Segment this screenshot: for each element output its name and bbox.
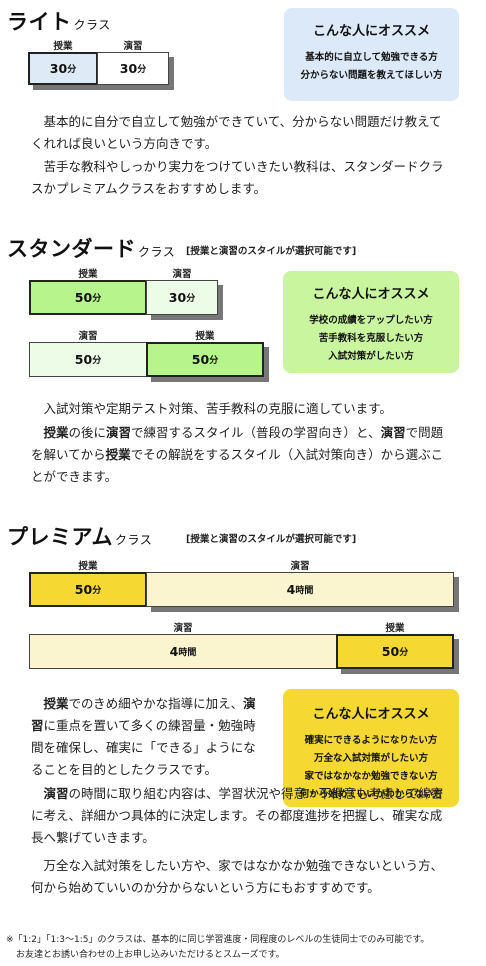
standard-title-small: クラス bbox=[138, 245, 176, 259]
standard-recommend-heading: こんな人にオススメ bbox=[312, 287, 430, 302]
standard-p2-text-2: で練習するスタイル（普段の学習向き）と、 bbox=[131, 425, 381, 440]
premium-title-small: クラス bbox=[115, 533, 153, 547]
light-class-title: ライトクラス bbox=[7, 6, 111, 36]
premium-row1-caption-practice: 演習 bbox=[290, 561, 310, 572]
premium-row1-practice-value: 4 bbox=[286, 582, 296, 597]
standard-row1-practice-unit: 分 bbox=[186, 294, 196, 304]
premium-class-title: プレミアムクラス bbox=[7, 521, 152, 551]
premium-row1-lecture-value: 50 bbox=[74, 582, 93, 597]
premium-style-note: [授業と演習のスタイルが選択可能です] bbox=[186, 534, 357, 545]
standard-p2-bold-2: 演習 bbox=[106, 425, 132, 440]
premium-row2-lecture-value: 50 bbox=[381, 644, 400, 659]
light-description: 基本的に自分で自立して勉強ができていて、分からない問題だけ教えてくれれば良いとい… bbox=[31, 111, 445, 200]
standard-recommend-line-2: 苦手教科を克服したい方 bbox=[318, 333, 424, 344]
standard-row2-lecture-value: 50 bbox=[191, 352, 210, 367]
light-practice-value: 30 bbox=[119, 61, 138, 76]
standard-p2-text-1: の後に bbox=[68, 425, 107, 440]
standard-row1-lecture-unit: 分 bbox=[92, 294, 102, 304]
standard-row2-practice-value: 50 bbox=[74, 352, 93, 367]
standard-row1-caption-lecture: 授業 bbox=[78, 269, 98, 280]
light-recommend-heading: こんな人にオススメ bbox=[312, 24, 430, 39]
standard-row2-caption-lecture: 授業 bbox=[195, 331, 215, 342]
standard-row1-caption-practice: 演習 bbox=[172, 269, 192, 280]
premium-p2-text-1: の時間に取り組む内容は、学習状況や得意・不得意も考慮して綿密に考え、詳細かつ具体… bbox=[31, 786, 444, 845]
standard-p2-bold-4: 授業 bbox=[105, 447, 131, 462]
standard-class-title: スタンダードクラス bbox=[7, 233, 175, 263]
premium-recommend-heading: こんな人にオススメ bbox=[312, 707, 430, 722]
standard-title-text: スタンダード bbox=[7, 237, 136, 261]
standard-row1-lecture-value: 50 bbox=[74, 290, 93, 305]
premium-recommend-card: こんな人にオススメ 確実にできるようになりたい方 万全な入試対策がしたい方 家で… bbox=[283, 689, 459, 807]
light-caption-practice: 演習 bbox=[123, 41, 143, 52]
premium-row1-lecture-unit: 分 bbox=[92, 586, 102, 596]
standard-style-note: [授業と演習のスタイルが選択可能です] bbox=[186, 246, 357, 257]
premium-row2-caption-lecture: 授業 bbox=[385, 623, 405, 634]
premium-recommend-line-4: 何から始めていいかわからない方 bbox=[299, 789, 443, 800]
standard-row2-practice-unit: 分 bbox=[92, 356, 102, 366]
standard-row1-practice-value: 30 bbox=[168, 290, 187, 305]
footnote: ※「1:2」「1:3〜1:5」のクラスは、基本的に同じ学習進度・同程度のレベルの… bbox=[6, 933, 484, 963]
premium-description-narrow: 授業でのきめ細やかな指導に加え、演習に重点を置いて多くの練習量・勉強時間を確保し… bbox=[31, 693, 266, 781]
premium-p2-bold-1: 演習 bbox=[43, 786, 69, 801]
standard-row2-lecture-unit: 分 bbox=[209, 356, 219, 366]
premium-description-wide: 演習の時間に取り組む内容は、学習状況や得意・不得意も考慮して綿密に考え、詳細かつ… bbox=[31, 783, 447, 899]
light-caption-lecture: 授業 bbox=[53, 41, 73, 52]
premium-row2-caption-practice: 演習 bbox=[173, 623, 193, 634]
standard-paragraph-2: 授業の後に演習で練習するスタイル（普段の学習向き）と、演習で問題を解いてから授業… bbox=[31, 422, 445, 488]
premium-recommend-line-1: 確実にできるようになりたい方 bbox=[304, 735, 438, 746]
standard-recommend-line-3: 入試対策がしたい方 bbox=[328, 351, 414, 362]
premium-p1-bold-1: 授業 bbox=[43, 696, 69, 711]
light-practice-unit: 分 bbox=[137, 65, 147, 75]
light-recommend-card: こんな人にオススメ 基本的に自立して勉強できる方 分からない問題を教えてほしい方 bbox=[284, 8, 459, 101]
light-title-small: クラス bbox=[73, 18, 111, 32]
premium-row1-caption-lecture: 授業 bbox=[78, 561, 98, 572]
light-recommend-line-1: 基本的に自立して勉強できる方 bbox=[305, 52, 438, 63]
premium-p1-bold-2: 演習 bbox=[31, 696, 256, 733]
premium-recommend-line-3: 家ではなかなか勉強できない方 bbox=[304, 771, 438, 782]
premium-row2-practice-unit: 時間 bbox=[178, 648, 197, 658]
light-paragraph-2: 苦手な教科やしっかり実力をつけていきたい教科は、スタンダードクラスかプレミアムク… bbox=[31, 159, 444, 196]
standard-p2-bold-3: 演習 bbox=[380, 425, 406, 440]
light-lecture-unit: 分 bbox=[67, 65, 77, 75]
standard-row2-caption-practice: 演習 bbox=[78, 331, 98, 342]
premium-paragraph-3: 万全な入試対策をしたい方や、家ではなかなか勉強できないという方、何から始めていい… bbox=[31, 858, 444, 895]
footnote-line-2: お友達とお誘い合わせの上お申し込みいただけるとスムーズです。 bbox=[16, 950, 285, 960]
standard-description: 入試対策や定期テスト対策、苦手教科の克服に適しています。 授業の後に演習で練習す… bbox=[31, 398, 445, 488]
premium-p1-text-1: でのきめ細やかな指導に加え、 bbox=[68, 696, 244, 711]
standard-recommend-line-1: 学校の成績をアップしたい方 bbox=[309, 315, 433, 326]
premium-paragraph-2: 演習の時間に取り組む内容は、学習状況や得意・不得意も考慮して綿密に考え、詳細かつ… bbox=[31, 783, 447, 849]
premium-title-text: プレミアム bbox=[7, 525, 114, 549]
light-lecture-value: 30 bbox=[49, 61, 68, 76]
premium-row2-practice-value: 4 bbox=[169, 644, 179, 659]
light-paragraph-1: 基本的に自分で自立して勉強ができていて、分からない問題だけ教えてくれれば良いとい… bbox=[31, 114, 442, 151]
standard-p2-text-4: でその解説をするスタイル（入試対策向き）から選ぶことができます。 bbox=[31, 447, 444, 484]
footnote-line-1: ※「1:2」「1:3〜1:5」のクラスは、基本的に同じ学習進度・同程度のレベルの… bbox=[6, 935, 430, 945]
premium-row2-lecture-unit: 分 bbox=[399, 648, 409, 658]
light-title-text: ライト bbox=[7, 10, 72, 34]
standard-p2-bold-1: 授業 bbox=[43, 425, 69, 440]
premium-p1-text-2: に重点を置いて多くの練習量・勉強時間を確保し、確実に「できる」ようになることを目… bbox=[31, 718, 256, 777]
standard-recommend-card: こんな人にオススメ 学校の成績をアップしたい方 苦手教科を克服したい方 入試対策… bbox=[283, 271, 459, 373]
standard-p2-text-3: で問題を解いてから bbox=[31, 425, 444, 462]
standard-paragraph-1: 入試対策や定期テスト対策、苦手教科の克服に適しています。 bbox=[43, 401, 392, 416]
premium-recommend-line-2: 万全な入試対策がしたい方 bbox=[313, 753, 428, 764]
premium-row1-practice-unit: 時間 bbox=[295, 586, 314, 596]
premium-paragraph-1: 授業でのきめ細やかな指導に加え、演習に重点を置いて多くの練習量・勉強時間を確保し… bbox=[31, 693, 266, 781]
light-recommend-line-2: 分からない問題を教えてほしい方 bbox=[300, 70, 443, 81]
